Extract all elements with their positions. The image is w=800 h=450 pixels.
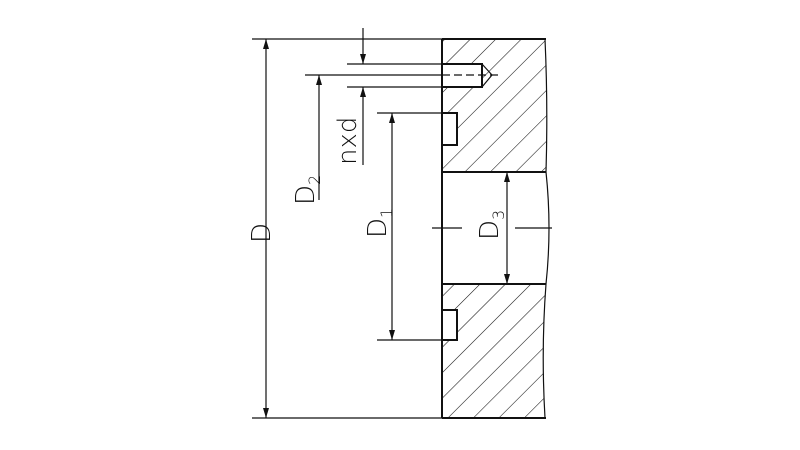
dimension-D: D bbox=[247, 39, 277, 418]
label-D1: D bbox=[363, 218, 393, 238]
dimension-D1: D1 bbox=[363, 113, 396, 340]
label-nxd: nxd bbox=[333, 117, 363, 165]
label-D2: D bbox=[291, 185, 321, 205]
label-D: D bbox=[247, 223, 277, 243]
part-outline bbox=[432, 38, 552, 419]
dimension-D2: D2 bbox=[291, 75, 324, 205]
label-D3-sub: 3 bbox=[489, 210, 508, 220]
extension-lines bbox=[252, 38, 442, 419]
svg-text:D1: D1 bbox=[363, 208, 396, 238]
label-D2-sub: 2 bbox=[305, 175, 324, 185]
lower-section bbox=[442, 284, 546, 418]
svg-text:D2: D2 bbox=[291, 175, 324, 205]
label-D1-sub: 1 bbox=[377, 208, 396, 218]
label-D3: D bbox=[475, 220, 505, 240]
upper-section bbox=[442, 39, 547, 172]
dimension-nxd: nxd bbox=[333, 28, 366, 165]
dimension-D3: D3 bbox=[475, 172, 510, 284]
svg-text:D3: D3 bbox=[475, 210, 508, 240]
